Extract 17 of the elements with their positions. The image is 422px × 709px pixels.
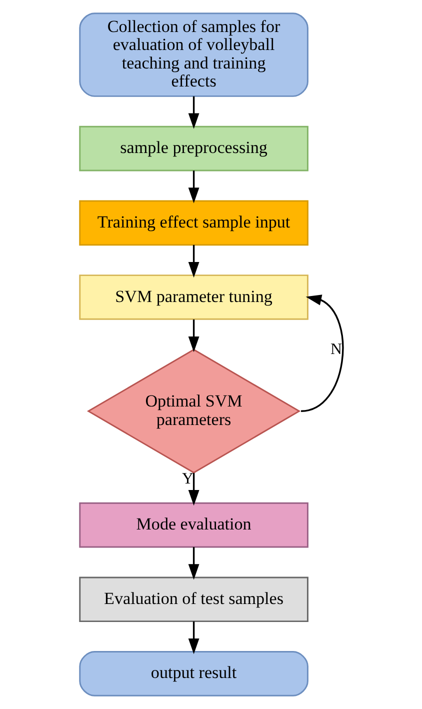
edge-label: N <box>330 340 342 358</box>
arrow <box>188 473 199 506</box>
arrow <box>300 294 344 412</box>
arrow <box>188 547 199 580</box>
node-box: Training effect sample input <box>78 200 308 246</box>
node-box: Collection of samples for evaluation of volleyball teaching and training effects <box>78 12 308 97</box>
arrow <box>188 170 199 204</box>
node-diamond: Optimal SVM parameters <box>86 348 300 474</box>
arrow <box>188 621 199 654</box>
arrow <box>188 319 199 352</box>
arrow <box>188 244 199 278</box>
node-box: Evaluation of test samples <box>78 576 308 622</box>
arrow <box>188 96 199 129</box>
node-box: output result <box>78 651 308 696</box>
node-box: sample preprocessing <box>78 126 308 172</box>
node-box: Mode evaluation <box>78 502 308 548</box>
node-box: SVM parameter tuning <box>78 274 308 320</box>
